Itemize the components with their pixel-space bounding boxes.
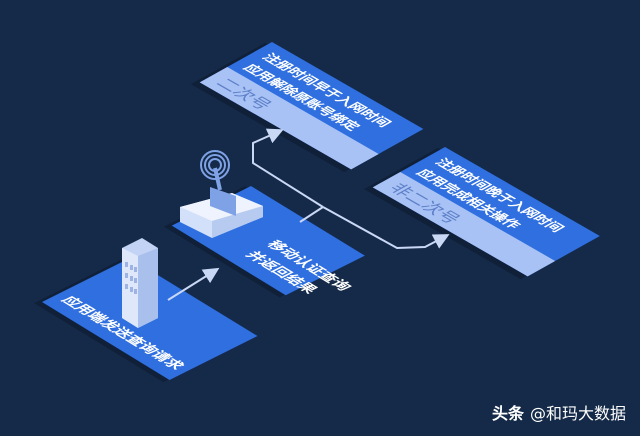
arrow-request-to-auth	[167, 267, 220, 301]
arrow-to-non-secondary	[322, 206, 450, 250]
auth-branch-line	[299, 206, 324, 223]
watermark-platform: 头条	[491, 404, 524, 423]
watermark-account: @和玛大数据	[529, 404, 626, 423]
watermark: 头条 @和玛大数据	[492, 400, 626, 424]
building-icon	[122, 238, 158, 328]
box-non-secondary-number: 注册时间晚于入网时间 应用完成相关操作 非二次号	[364, 147, 600, 280]
box-secondary-number: 注册时间早于入网时间 应用解除原账号绑定 二次号	[191, 42, 424, 173]
router-icon	[180, 150, 263, 238]
arrow-to-secondary	[252, 128, 324, 208]
